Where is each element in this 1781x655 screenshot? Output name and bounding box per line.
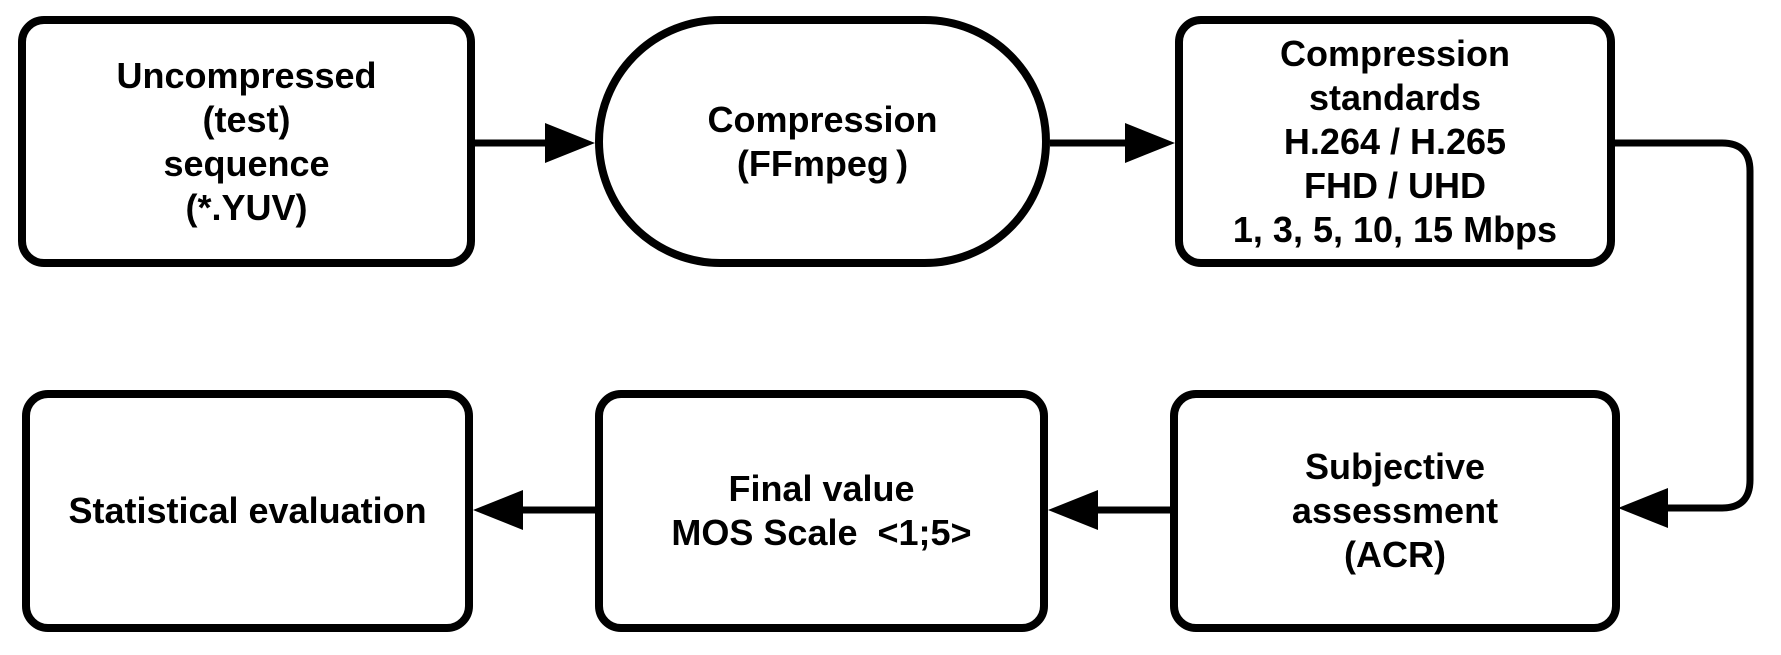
arrow-subjective-to-final-value	[1048, 490, 1170, 530]
node-compression-ffmpeg-label: Compression (FFmpeg )	[707, 98, 938, 184]
arrow-compression-to-standards	[1050, 123, 1175, 163]
node-compression-standards: Compression standards H.264 / H.265 FHD …	[1175, 16, 1615, 267]
node-compression-standards-label: Compression standards H.264 / H.265 FHD …	[1232, 32, 1558, 250]
arrow-final-value-to-statistical	[473, 490, 595, 530]
node-uncompressed-sequence: Uncompressed (test) sequence (*.YUV)	[18, 16, 475, 267]
arrow-uncompressed-to-compression	[475, 123, 595, 163]
node-subjective-assessment-label: Subjective assessment (ACR)	[1291, 446, 1499, 575]
node-final-value-mos: Final value MOS Scale <1;5>	[595, 390, 1048, 632]
arrow-standards-to-subjective	[1615, 139, 1754, 528]
node-compression-ffmpeg: Compression (FFmpeg )	[595, 16, 1050, 267]
node-statistical-evaluation: Statistical evaluation	[22, 390, 473, 632]
node-final-value-mos-label: Final value MOS Scale <1;5>	[671, 468, 972, 553]
node-statistical-evaluation-label: Statistical evaluation	[68, 490, 427, 531]
node-uncompressed-sequence-label: Uncompressed (test) sequence (*.YUV)	[116, 54, 377, 228]
node-subjective-assessment: Subjective assessment (ACR)	[1170, 390, 1620, 632]
